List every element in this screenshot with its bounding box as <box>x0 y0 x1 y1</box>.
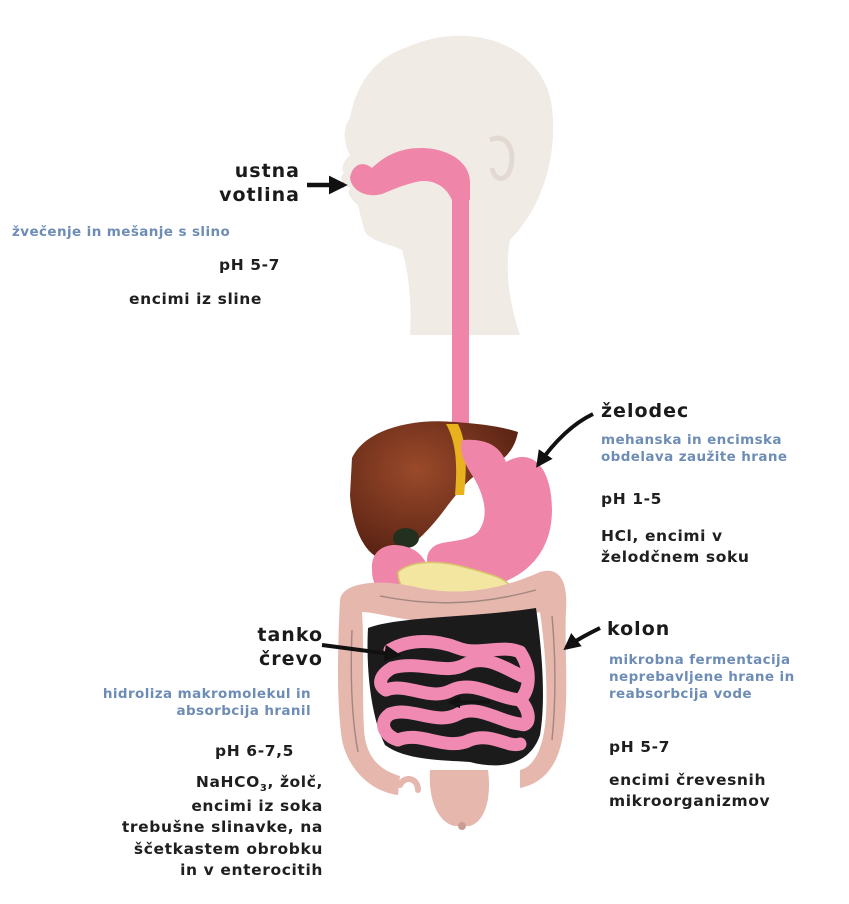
mouth-label-line: votlina <box>219 184 300 208</box>
appendix <box>400 779 418 790</box>
anus <box>458 822 466 830</box>
stomach-description-line: obdelava zaužite hrane <box>601 449 787 466</box>
mouth-enzymes: encimi iz sline <box>129 290 262 309</box>
colon-enzymes: encimi črevesnih mikroorganizmov <box>609 770 770 813</box>
stomach-ph: pH 1-5 <box>601 490 662 509</box>
colon-description-line: neprebavljene hrane in <box>609 669 795 686</box>
esophagus <box>452 190 469 430</box>
colon-ph: pH 5-7 <box>609 738 670 757</box>
mouth-ph: pH 5-7 <box>219 256 280 275</box>
small-intestine-description-line: absorbcija hranil <box>103 703 311 720</box>
small-intestine-enzymes-line: trebušne slinavke, na <box>122 817 323 838</box>
colon-enzymes-line: mikroorganizmov <box>609 791 770 812</box>
stomach-description: mehanska in encimska obdelava zaužite hr… <box>601 432 787 466</box>
mouth-label: ustna votlina <box>219 160 300 208</box>
small-intestine-description-line: hidroliza makromolekul in <box>103 686 311 703</box>
colon-enzymes-line: encimi črevesnih <box>609 770 770 791</box>
stomach-description-line: mehanska in encimska <box>601 432 787 449</box>
stomach-label: želodec <box>601 400 689 424</box>
stomach-enzymes-line: želodčnem soku <box>601 547 750 568</box>
rectum <box>430 770 489 826</box>
stomach-enzymes: HCl, encimi v želodčnem soku <box>601 526 750 569</box>
small-intestine-label-line: črevo <box>257 648 323 672</box>
small-intestine-enzymes-line: NaHCO3, žolč, <box>122 772 323 796</box>
colon-arrow <box>566 628 600 648</box>
stomach-enzymes-line: HCl, encimi v <box>601 526 750 547</box>
stomach-arrow <box>538 414 593 465</box>
small-intestine-label-line: tanko <box>257 624 323 648</box>
colon-label: kolon <box>607 618 670 642</box>
colon-description: mikrobna fermentacija neprebavljene hran… <box>609 652 795 703</box>
small-intestine-ph: pH 6-7,5 <box>215 742 294 761</box>
small-intestine-label: tanko črevo <box>257 624 323 672</box>
small-intestine-enzymes-line: in v enterocitih <box>122 860 323 881</box>
colon-description-line: reabsorbcija vode <box>609 686 795 703</box>
small-intestine-enzymes-line: encimi iz soka <box>122 796 323 817</box>
small-intestine-enzymes: NaHCO3, žolč, encimi iz soka trebušne sl… <box>122 772 323 881</box>
bile-sac <box>393 528 419 548</box>
bicarbonate-suffix: , žolč, <box>267 773 323 791</box>
colon-description-line: mikrobna fermentacija <box>609 652 795 669</box>
small-intestine-description: hidroliza makromolekul in absorbcija hra… <box>103 686 311 720</box>
mouth-label-line: ustna <box>219 160 300 184</box>
mouth-description: žvečenje in mešanje s slino <box>12 224 230 241</box>
small-intestine-enzymes-line: ščetkastem obrobku <box>122 839 323 860</box>
bicarbonate-formula: NaHCO <box>196 773 260 791</box>
